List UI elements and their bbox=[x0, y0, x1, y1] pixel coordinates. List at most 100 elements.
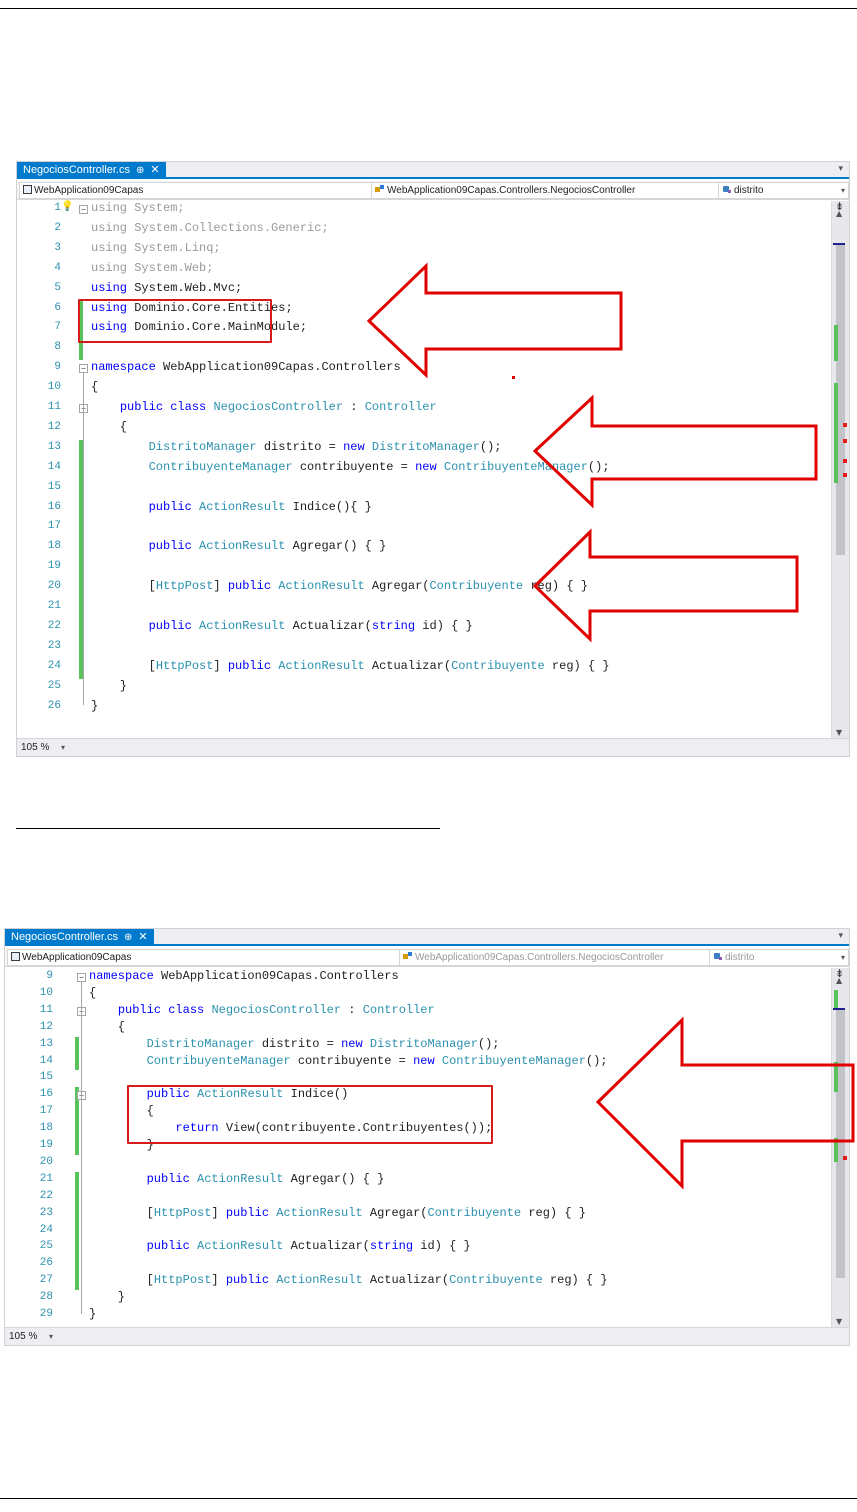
code-line[interactable]: using System.Web.Mvc; bbox=[91, 281, 242, 295]
code-line[interactable]: { bbox=[91, 380, 98, 394]
code-line[interactable]: namespace WebApplication09Capas.Controll… bbox=[89, 969, 399, 983]
code-line[interactable]: ContribuyenteManager contribuyente = new… bbox=[89, 1054, 608, 1068]
code-line[interactable]: using Dominio.Core.MainModule; bbox=[91, 320, 307, 334]
scroll-down-icon[interactable]: ▼ bbox=[836, 1317, 843, 1326]
code-token: Agregar( bbox=[369, 1205, 428, 1220]
line-number: 20 bbox=[47, 580, 61, 593]
class-dropdown[interactable]: WebApplication09Capas.Controllers.Negoci… bbox=[399, 949, 719, 966]
code-line[interactable]: { bbox=[89, 986, 96, 1000]
close-icon[interactable]: ✕ bbox=[150, 164, 160, 176]
code-line[interactable]: public ActionResult Actualizar(string id… bbox=[89, 1239, 471, 1253]
document-tab[interactable]: NegociosController.cs ⊕ ✕ bbox=[17, 162, 166, 179]
code-line[interactable]: using Dominio.Core.Entities; bbox=[91, 301, 293, 315]
code-line[interactable]: public class NegociosController : Contro… bbox=[91, 400, 437, 414]
code-line[interactable]: public ActionResult Indice(){ } bbox=[91, 500, 372, 514]
code-line[interactable]: } bbox=[89, 1138, 154, 1152]
pin-icon[interactable]: ⊕ bbox=[136, 165, 145, 176]
code-line[interactable]: } bbox=[89, 1290, 125, 1304]
class-path: WebApplication09Capas.Controllers.Negoci… bbox=[387, 185, 636, 196]
line-number: 23 bbox=[39, 1206, 53, 1219]
code-line[interactable]: [HttpPost] public ActionResult Agregar(C… bbox=[89, 1206, 586, 1220]
zoom-dropdown[interactable]: 105 % ▾ bbox=[19, 741, 69, 755]
line-number: 16 bbox=[47, 500, 61, 513]
code-line[interactable]: using System.Linq; bbox=[91, 241, 221, 255]
collapse-toggle-icon[interactable]: − bbox=[79, 364, 88, 374]
change-indicator-bar bbox=[75, 1036, 79, 1071]
project-dropdown[interactable]: WebApplication09Capas ▾ bbox=[7, 949, 407, 966]
fold-guide-line bbox=[81, 1015, 82, 1298]
class-dropdown[interactable]: WebApplication09Capas.Controllers.Negoci… bbox=[371, 182, 728, 199]
change-marker bbox=[834, 1138, 838, 1162]
code-token: ContribuyenteManager bbox=[441, 1053, 586, 1068]
tab-list-dropdown-icon[interactable]: ▾ bbox=[838, 164, 843, 174]
line-number: 8 bbox=[54, 341, 61, 354]
scroll-down-icon[interactable]: ▼ bbox=[836, 728, 843, 737]
pin-icon[interactable]: ⊕ bbox=[124, 932, 133, 943]
code-token: Agregar() { } bbox=[290, 1171, 385, 1186]
code-line[interactable]: } bbox=[89, 1307, 96, 1321]
code-line[interactable]: DistritoManager distrito = new DistritoM… bbox=[89, 1037, 500, 1051]
split-handle-icon[interactable]: ⇟ bbox=[835, 200, 845, 213]
code-token: ContribuyenteManager bbox=[146, 1053, 291, 1068]
scrollbar-thumb[interactable] bbox=[836, 243, 845, 555]
line-number: 26 bbox=[47, 699, 61, 712]
code-line[interactable]: DistritoManager distrito = new DistritoM… bbox=[91, 440, 502, 454]
field-icon bbox=[722, 185, 732, 194]
code-token: contribuyente = bbox=[299, 459, 408, 474]
code-line[interactable]: using System.Web; bbox=[91, 261, 213, 275]
code-token: Agregar( bbox=[371, 579, 430, 594]
line-number: 16 bbox=[39, 1088, 53, 1101]
line-number: 26 bbox=[39, 1257, 53, 1270]
code-line[interactable]: [HttpPost] public ActionResult Actualiza… bbox=[89, 1273, 608, 1287]
code-line[interactable]: namespace WebApplication09Capas.Controll… bbox=[91, 360, 401, 374]
member-dropdown[interactable]: distrito ▾ bbox=[709, 949, 849, 966]
code-line[interactable]: { bbox=[89, 1104, 154, 1118]
code-token: ActionResult bbox=[276, 1205, 363, 1220]
collapse-toggle-icon[interactable]: − bbox=[79, 205, 88, 214]
code-token bbox=[91, 400, 120, 414]
code-token: distrito = bbox=[263, 439, 336, 454]
tab-list-dropdown-icon[interactable]: ▾ bbox=[838, 931, 843, 941]
code-line[interactable]: [HttpPost] public ActionResult Actualiza… bbox=[91, 659, 610, 673]
line-number: 5 bbox=[54, 281, 61, 294]
code-line[interactable]: using System; bbox=[91, 201, 185, 215]
code-line[interactable]: } bbox=[91, 679, 127, 693]
code-line[interactable]: ContribuyenteManager contribuyente = new… bbox=[91, 460, 610, 474]
vertical-scrollbar[interactable]: ⇟ ▲ ▼ bbox=[831, 967, 849, 1328]
scroll-up-icon[interactable]: ▲ bbox=[836, 209, 843, 218]
code-line[interactable]: using System.Collections.Generic; bbox=[91, 221, 329, 235]
code-token: public bbox=[227, 579, 272, 594]
scroll-up-icon[interactable]: ▲ bbox=[836, 976, 843, 985]
split-handle-icon[interactable]: ⇟ bbox=[835, 967, 845, 980]
code-line[interactable]: public class NegociosController : Contro… bbox=[89, 1003, 435, 1017]
member-dropdown[interactable]: distrito ▾ bbox=[718, 182, 849, 199]
code-line[interactable]: [HttpPost] public ActionResult Agregar(C… bbox=[91, 579, 588, 593]
code-line[interactable]: { bbox=[89, 1020, 125, 1034]
document-tab[interactable]: NegociosController.cs ⊕ ✕ bbox=[5, 929, 154, 946]
code-line[interactable]: return View(contribuyente.Contribuyentes… bbox=[89, 1121, 492, 1135]
code-token: System.Web.Mvc; bbox=[134, 280, 243, 295]
code-line[interactable]: } bbox=[91, 699, 98, 713]
code-line[interactable]: public ActionResult Agregar() { } bbox=[91, 539, 387, 553]
collapse-toggle-icon[interactable]: − bbox=[77, 973, 86, 982]
code-line[interactable]: { bbox=[91, 420, 127, 434]
code-token: public bbox=[146, 1171, 190, 1186]
change-indicator-bar bbox=[75, 1087, 79, 1155]
close-icon[interactable]: ✕ bbox=[138, 931, 148, 943]
tab-title: NegociosController.cs bbox=[11, 931, 118, 943]
code-token: public bbox=[148, 499, 192, 514]
code-line[interactable]: public ActionResult Agregar() { } bbox=[89, 1171, 385, 1186]
code-token: NegociosController bbox=[211, 1002, 342, 1017]
lightbulb-icon[interactable]: 💡 bbox=[61, 201, 74, 212]
code-line[interactable]: public ActionResult Indice() bbox=[89, 1087, 349, 1101]
vertical-scrollbar[interactable]: ⇟ ▲ ▼ bbox=[831, 200, 849, 739]
code-token: using bbox=[91, 280, 128, 295]
code-line[interactable]: public ActionResult Actualizar(string id… bbox=[91, 619, 473, 633]
chevron-down-icon: ▾ bbox=[48, 1332, 53, 1341]
project-dropdown[interactable]: WebApplication09Capas ▾ bbox=[19, 182, 381, 199]
code-token: ContribuyenteManager bbox=[148, 459, 293, 474]
highlight-box-indice-method bbox=[127, 1085, 493, 1144]
zoom-dropdown[interactable]: 105 % ▾ bbox=[7, 1330, 57, 1344]
